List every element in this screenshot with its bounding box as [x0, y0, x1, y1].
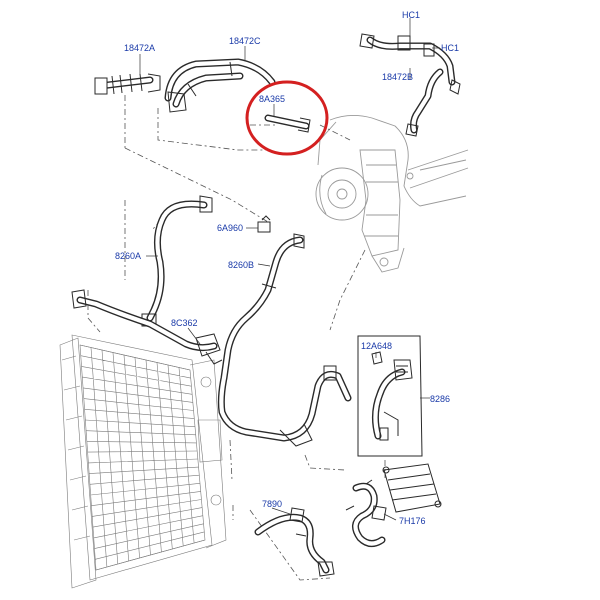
label-12A648: 12A648: [361, 341, 392, 351]
hose-assembly-8286[interactable]: [357, 335, 423, 457]
radiator-ghost: [59, 334, 227, 589]
label-18472C: 18472C: [229, 36, 261, 46]
label-7890: 7890: [262, 499, 282, 509]
hose-8260B[interactable]: [217, 233, 352, 447]
hose-18472C[interactable]: [164, 58, 276, 113]
label-8A365: 8A365: [259, 94, 285, 104]
hose-7H176[interactable]: [345, 479, 387, 547]
oil-cooler: [382, 463, 442, 513]
hose-8A365[interactable]: [264, 114, 311, 133]
engine-block-ghost: [315, 115, 469, 273]
pipe-8C362[interactable]: [71, 289, 223, 365]
clip-6A960[interactable]: [257, 215, 271, 233]
hose-7890[interactable]: [254, 507, 335, 577]
label-6A960: 6A960: [217, 223, 243, 233]
radiator-fins: [79, 344, 206, 571]
hose-8260A[interactable]: [141, 195, 213, 327]
label-18472A: 18472A: [124, 43, 155, 53]
label-18472B: 18472B: [382, 72, 413, 82]
reference-lines: [87, 95, 386, 581]
label-8C362: 8C362: [171, 318, 198, 328]
hose-18472B[interactable]: [359, 33, 461, 137]
label-7H176: 7H176: [399, 516, 426, 526]
leader-lines: [139, 18, 440, 521]
label-8286: 8286: [430, 394, 450, 404]
label-8260A: 8260A: [115, 251, 141, 261]
label-hc1-right: HC1: [441, 43, 459, 53]
highlight-circle: [245, 80, 329, 156]
callout-labels: 18472A 18472C HC1 HC1 18472B 8A365 6A960…: [115, 10, 459, 526]
hose-18472A[interactable]: [94, 73, 161, 95]
label-8260B: 8260B: [228, 260, 254, 270]
label-hc1-top: HC1: [402, 10, 420, 20]
